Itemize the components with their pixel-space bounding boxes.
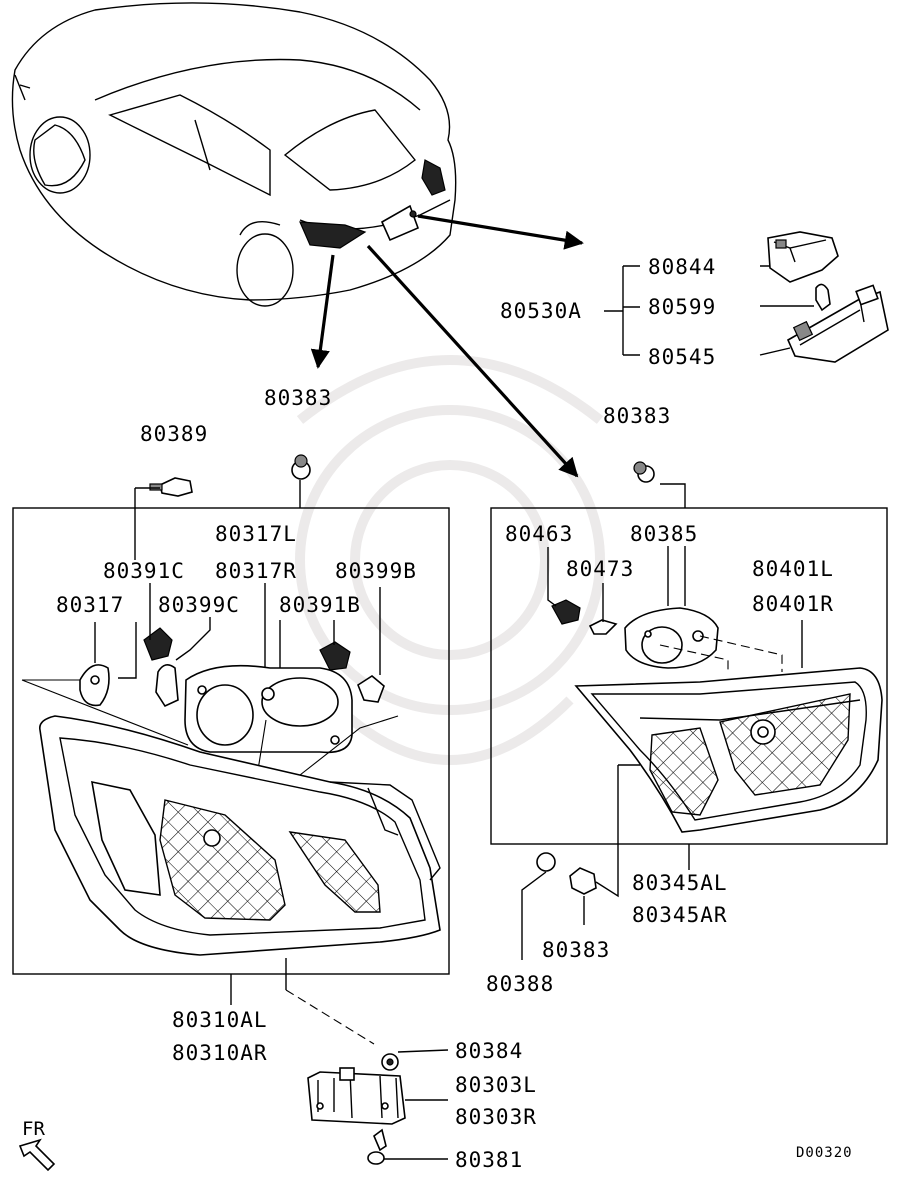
label-80391C: 80391C bbox=[103, 559, 185, 583]
diagram-code: D00320 bbox=[796, 1145, 853, 1161]
front-direction-label: FR bbox=[22, 1118, 45, 1140]
label-80385: 80385 bbox=[630, 522, 698, 546]
right-lamp-parts bbox=[547, 546, 883, 833]
label-80303R: 80303R bbox=[455, 1105, 537, 1129]
label-80383-right: 80383 bbox=[603, 404, 671, 428]
label-80599: 80599 bbox=[648, 295, 716, 319]
label-80463: 80463 bbox=[505, 522, 573, 546]
license-lamp-group bbox=[604, 231, 889, 363]
label-80530A: 80530A bbox=[500, 299, 582, 323]
label-80389: 80389 bbox=[140, 422, 208, 446]
label-80383-bottom: 80383 bbox=[542, 938, 610, 962]
label-80381: 80381 bbox=[455, 1148, 523, 1172]
label-80473: 80473 bbox=[566, 557, 634, 581]
label-80384: 80384 bbox=[455, 1039, 523, 1063]
label-80317L: 80317L bbox=[215, 522, 297, 546]
callout-arrows bbox=[310, 214, 584, 478]
label-80303L: 80303L bbox=[455, 1073, 537, 1097]
car-illustration bbox=[11, 2, 457, 307]
label-80345AR: 80345AR bbox=[632, 903, 728, 927]
left-lamp-leaders bbox=[230, 958, 375, 1045]
label-80310AL: 80310AL bbox=[172, 1008, 268, 1032]
label-80383-top: 80383 bbox=[264, 386, 332, 410]
label-80399B: 80399B bbox=[335, 559, 417, 583]
left-lamp-parts bbox=[21, 583, 441, 956]
label-80345AL: 80345AL bbox=[632, 871, 728, 895]
label-80388: 80388 bbox=[486, 972, 554, 996]
bracket-assembly bbox=[307, 1049, 449, 1165]
label-80310AR: 80310AR bbox=[172, 1041, 268, 1065]
label-80545: 80545 bbox=[648, 345, 716, 369]
label-80391B: 80391B bbox=[279, 593, 361, 617]
part-labels: 80844 80530A 80599 80545 80383 80389 803… bbox=[22, 255, 853, 1172]
label-80317R: 80317R bbox=[215, 559, 297, 583]
watermark-emblem bbox=[295, 355, 605, 765]
label-80401R: 80401R bbox=[752, 592, 834, 616]
left-clips bbox=[134, 454, 311, 560]
front-direction-icon bbox=[18, 1138, 56, 1172]
right-clips bbox=[633, 461, 686, 508]
label-80399C: 80399C bbox=[158, 593, 240, 617]
right-lamp-leaders bbox=[521, 764, 690, 960]
label-80317: 80317 bbox=[56, 593, 124, 617]
label-80401L: 80401L bbox=[752, 557, 834, 581]
label-80844: 80844 bbox=[648, 255, 716, 279]
